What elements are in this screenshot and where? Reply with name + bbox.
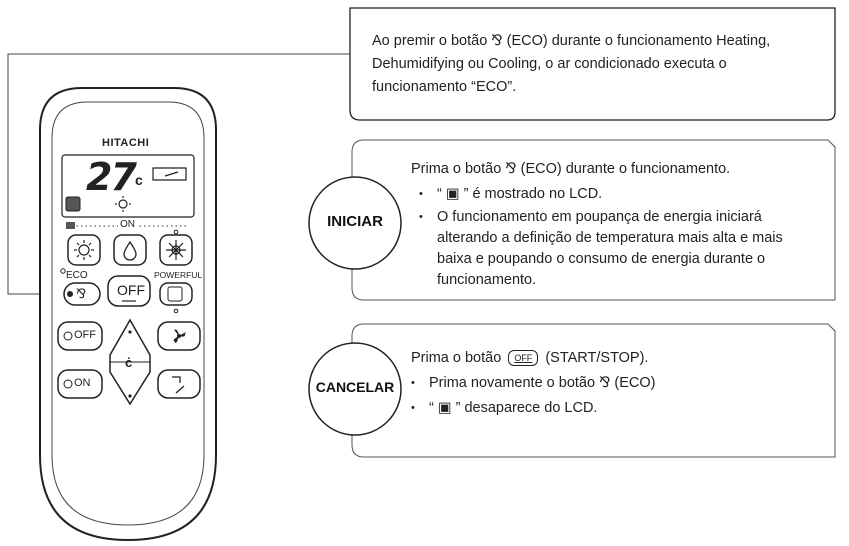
remote-center-label: ċ bbox=[125, 355, 133, 370]
remote-eco-icon[interactable]: ⅋ bbox=[76, 286, 87, 301]
remote-control bbox=[39, 87, 217, 542]
remote-temp-unit: c bbox=[135, 172, 143, 188]
cancelar-off-button-icon: OFF bbox=[508, 350, 539, 366]
cancelar-heading: Prima o botão OFF (START/STOP). bbox=[411, 347, 831, 370]
iniciar-bullet-1: “ ▣ ” é mostrado no LCD. bbox=[419, 184, 837, 205]
heat-button bbox=[67, 234, 101, 266]
eco-button bbox=[63, 282, 101, 306]
cancelar-bullet-2: “ ▣ ” desaparece do LCD. bbox=[411, 398, 829, 419]
iniciar-heading: Prima o botão ⅋ (ECO) durante o funciona… bbox=[411, 161, 731, 177]
remote-off-label[interactable]: OFF bbox=[117, 282, 145, 298]
start-stop-button bbox=[107, 275, 151, 307]
remote-eco-label: ECO bbox=[66, 270, 88, 281]
remote-off-timer-label[interactable]: OFF bbox=[74, 329, 96, 341]
cancelar-bullet-1: Prima novamente o botão ⅋ (ECO) bbox=[411, 373, 829, 394]
iniciar-circle bbox=[308, 176, 402, 270]
remote-brand: HITACHI bbox=[102, 137, 150, 149]
intro-box bbox=[349, 7, 836, 121]
cancelar-heading-post: (START/STOP). bbox=[545, 350, 649, 366]
intro-text: Ao premir o botão ⅋ (ECO) durante o func… bbox=[372, 33, 771, 95]
on-timer-button bbox=[57, 369, 103, 399]
cancelar-heading-pre: Prima o botão bbox=[411, 350, 502, 366]
dehumidify-button bbox=[113, 234, 147, 266]
cancelar-off-button-text: OFF bbox=[514, 353, 533, 363]
remote-on-label: ON bbox=[118, 219, 137, 230]
powerful-button bbox=[159, 282, 193, 306]
off-timer-button bbox=[57, 321, 103, 351]
remote-on-timer-label[interactable]: ON bbox=[74, 377, 91, 389]
leader-line bbox=[7, 53, 350, 295]
iniciar-bullet-2: O funcionamento em poupança de energia i… bbox=[419, 207, 817, 291]
remote-powerful-label: POWERFUL bbox=[154, 270, 203, 280]
lcd-cool-icon bbox=[115, 196, 131, 212]
swing-button bbox=[157, 369, 201, 399]
lcd-louvre-icon bbox=[152, 167, 187, 181]
cancelar-label: CANCELAR bbox=[315, 379, 395, 395]
lcd-eco-icon bbox=[65, 196, 81, 212]
cancelar-circle bbox=[308, 342, 402, 436]
remote-display-temp: 27 bbox=[86, 155, 137, 199]
lcd-screen bbox=[61, 154, 195, 218]
iniciar-label: INICIAR bbox=[327, 213, 383, 230]
